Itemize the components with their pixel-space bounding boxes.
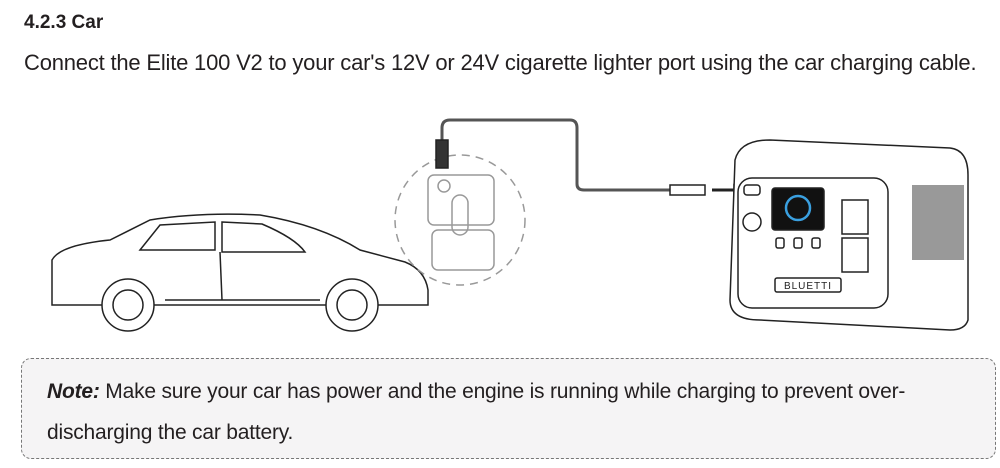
note-body: Make sure your car has power and the eng… bbox=[47, 380, 906, 444]
section-heading: 4.2.3 Car bbox=[24, 12, 104, 33]
bluetti-logo: BLUETTI bbox=[784, 281, 832, 292]
car-console-inset bbox=[394, 154, 526, 286]
power-station-image: BLUETTI bbox=[729, 139, 969, 331]
note-text: Note: Make sure your car has power and t… bbox=[47, 371, 977, 453]
car-image bbox=[51, 213, 429, 332]
charging-cable bbox=[435, 118, 744, 197]
note-box: Note: Make sure your car has power and t… bbox=[21, 358, 996, 459]
car-charging-illustration: BLUETTI bbox=[51, 118, 969, 332]
section-body: Connect the Elite 100 V2 to your car's 1… bbox=[24, 50, 977, 75]
note-label: Note: bbox=[47, 380, 100, 403]
